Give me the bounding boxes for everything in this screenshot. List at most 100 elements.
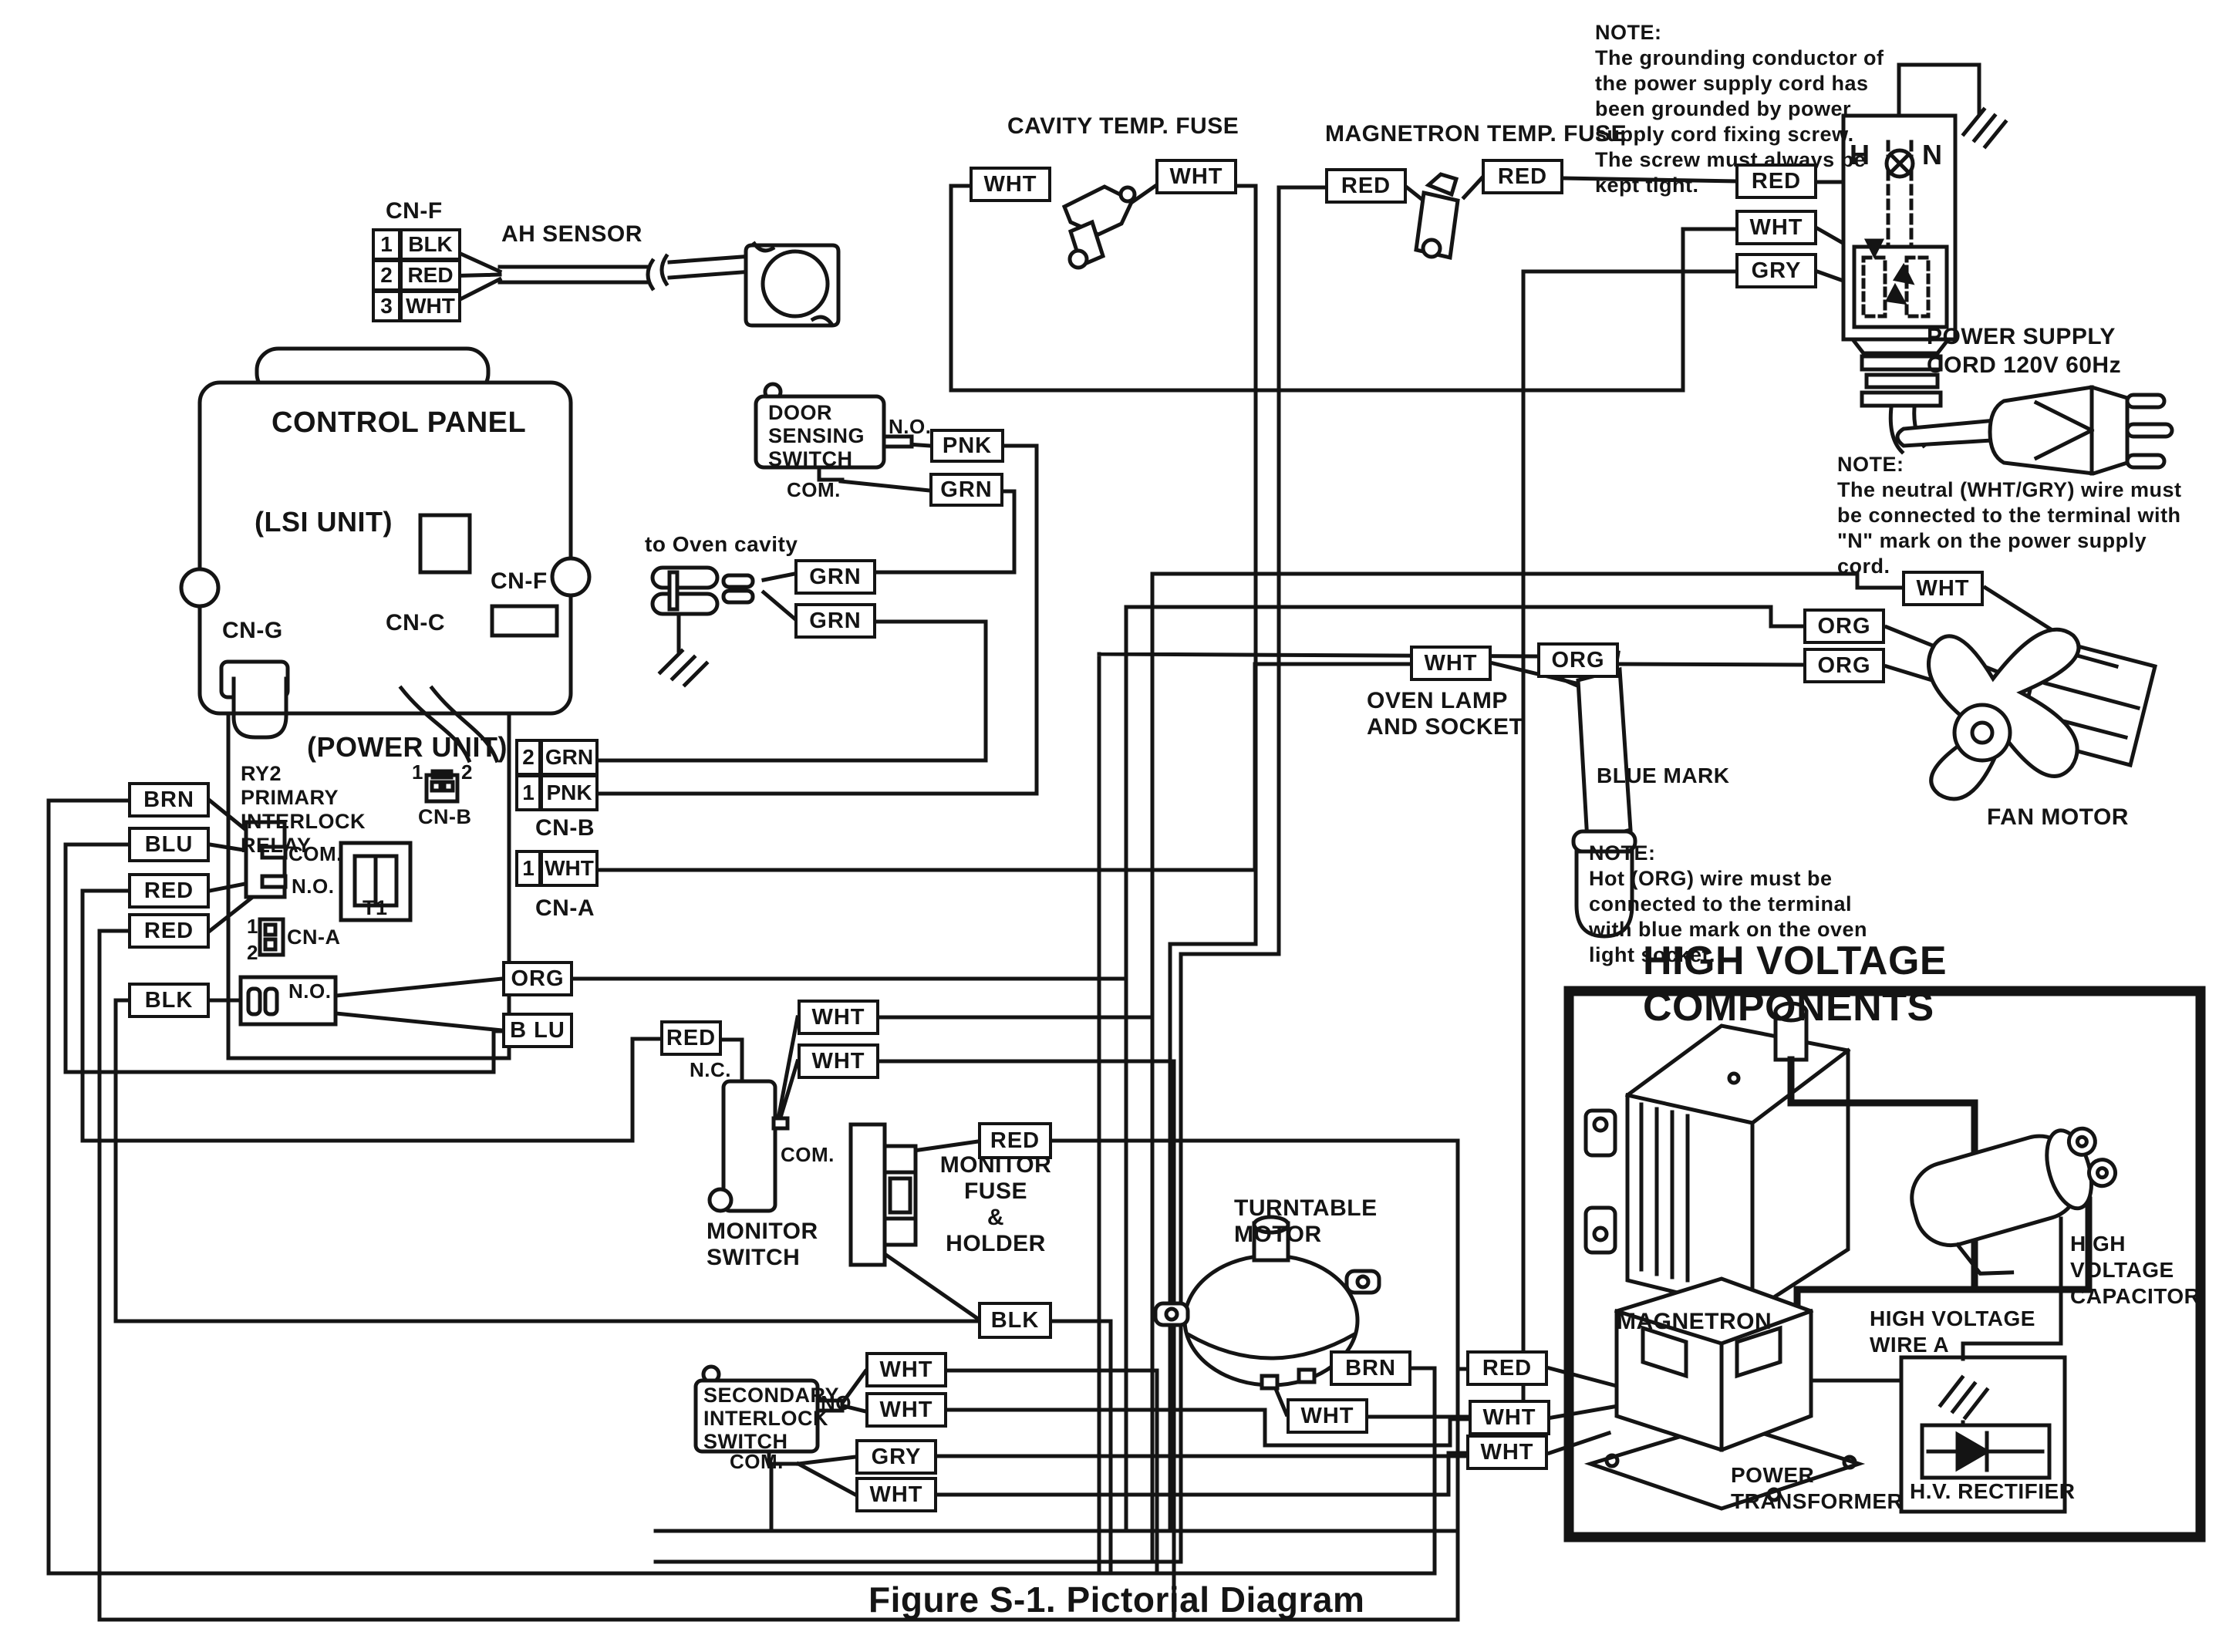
monitor-fuse-label: MONITOR FUSE & HOLDER [939,1152,1052,1256]
monitor-fuse-holder-drawing [848,1122,918,1267]
wire-tag-brn-28: BRN [1330,1350,1411,1386]
wire-tag-red-3: RED [1482,159,1563,194]
oven-lamp-drawing [1571,649,1637,939]
wire-tag-brn-16: BRN [128,782,210,818]
note-neutral: NOTE: The neutral (WHT/GRY) wire must be… [1837,453,2182,578]
wire-tag-red-23: RED [660,1020,722,1056]
power-transformer-drawing [1583,1276,1904,1511]
wire-tag-red-26: RED [978,1122,1052,1159]
cn-f-connector-pin: 1 [372,228,401,261]
wire-tag-org-8: ORG [1803,609,1885,644]
magnetron-drawing [1583,1001,1851,1313]
cna-icon-label: CN-A [287,925,341,949]
door-no-label: N.O. [889,415,932,438]
ry2-label: RY2 PRIMARY INTERLOCK RELAY [241,762,366,857]
t1-label: T1 [363,896,388,919]
wire-tag-wht-33: WHT [865,1352,947,1387]
cn-b-connector-pin: 2 [515,739,541,776]
wire-tag-red-4: RED [1735,164,1817,199]
terminal-n-mark: N [1922,139,1943,170]
door-sensing-switch-label: DOOR SENSING SWITCH [768,401,865,470]
cn-b-connector-pin: 1 [515,774,541,811]
turntable-motor-drawing [1153,1215,1381,1391]
hv-rectifier-drawing [1899,1216,2067,1514]
hv-components-title: HIGH VOLTAGE COMPONENTS [1643,939,1948,1030]
cn-f-connector-color: WHT [400,290,461,322]
wire-tag-blu-22: B LU [502,1013,573,1048]
wire-tag-wht-34: WHT [865,1392,947,1428]
power-supply-cord-label: POWER SUPPLY CORD 120V 60Hz [1927,324,2122,378]
blue-mark-label: BLUE MARK [1597,764,1730,787]
oven-lamp-label: OVEN LAMP AND SOCKET [1367,688,1524,740]
monitor-com-label: COM. [781,1143,835,1166]
hv-capacitor-label: HIGH VOLTAGE CAPACITOR [2070,1232,2201,1308]
cn-f-panel-socket [490,604,559,638]
cn-a-connector-pin: 1 [515,850,541,887]
sis-com-label: COM. [730,1450,784,1473]
cnb-pin2-label: 2 [461,760,473,784]
components [179,106,2206,1542]
note-grounding: NOTE: The grounding conductor of the pow… [1595,21,1884,197]
hv-components-box [1563,986,2206,1542]
wire-tag-wht-5: WHT [1735,210,1817,245]
wire-tag-pnk-14: PNK [930,429,1004,463]
cn-f-connector-pin: 2 [372,259,401,292]
ah-sensor-label: AH SENSOR [501,221,642,247]
cn-c-ribbon [398,685,500,764]
wire-tag-org-21: ORG [502,961,573,996]
wire-tag-wht-7: WHT [1902,571,1984,606]
cn-c-label: CN-C [386,610,445,636]
control-panel-label: CONTROL PANEL [271,406,527,439]
cna-connector-label: CN-A [535,895,595,921]
cna-pin2-label: 2 [247,941,258,964]
wire-tag-wht-29: WHT [1287,1398,1368,1434]
hv-rectifier-label: H.V. RECTIFIER [1910,1479,2076,1503]
wire-tag-wht-31: WHT [1469,1400,1550,1435]
wire-tag-red-2: RED [1325,168,1407,204]
wire-tag-org-9: ORG [1803,648,1885,683]
wire-tag-wht-1: WHT [1155,159,1237,194]
turntable-motor-label: TURNTABLE MOTOR [1234,1195,1378,1247]
cn-f-panel-label: CN-F [491,568,548,594]
note-oven-lamp: NOTE: Hot (ORG) wire must be connected t… [1589,841,1868,966]
wire-tag-grn-15: GRN [929,473,1003,507]
wire-tag-red-18: RED [128,873,210,909]
cn-a-icon [258,917,285,957]
wire-tag-grn-12: GRN [794,559,876,595]
hv-capacitor-drawing [1910,1126,2118,1276]
wire-tag-wht-36: WHT [855,1477,937,1512]
power-unit-label: (POWER UNIT) [307,731,508,763]
wire-tag-blk-27: BLK [978,1302,1052,1339]
wire-tag-blu-17: BLU [128,827,210,862]
monitor-switch-label: MONITOR SWITCH [707,1219,818,1270]
power-transformer-label: POWER TRANSFORMER [1731,1463,1904,1513]
wire-tag-blk-20: BLK [128,983,210,1018]
hv-wire-a-label: HIGH VOLTAGE WIRE A [1870,1306,2035,1357]
cnb-pin1-label: 1 [412,760,423,784]
monitor-nc-label: N.C. [690,1058,731,1081]
relay-com-label: COM. [288,842,342,865]
power-unit-body [226,711,511,1060]
cnb-connector-label: CN-B [535,815,595,841]
wire-tag-gry-35: GRY [855,1439,937,1475]
cavity-fuse-drawing [1061,184,1137,270]
power-plug-drawing [1895,385,2174,476]
wire-tag-red-30: RED [1466,1350,1548,1386]
to-oven-cavity-label: to Oven cavity [645,532,798,556]
cavity-temp-fuse-label: CAVITY TEMP. FUSE [1007,113,1239,139]
lsi-chip [418,513,472,575]
wire-tag-wht-25: WHT [798,1043,879,1079]
cn-f-top-label: CN-F [386,198,443,224]
terminal-h-mark: H [1850,139,1870,170]
sis-no-label: NO [821,1391,852,1414]
fan-motor-label: FAN MOTOR [1987,804,2129,830]
relay2-no-label: N.O. [288,979,332,1003]
cn-f-connector-color: BLK [400,228,461,261]
relay-no-label: N.O. [292,875,335,898]
secondary-interlock-label: SECONDARY INTERLOCK SWITCH [703,1384,840,1453]
fan-motor-drawing [1927,627,2158,801]
